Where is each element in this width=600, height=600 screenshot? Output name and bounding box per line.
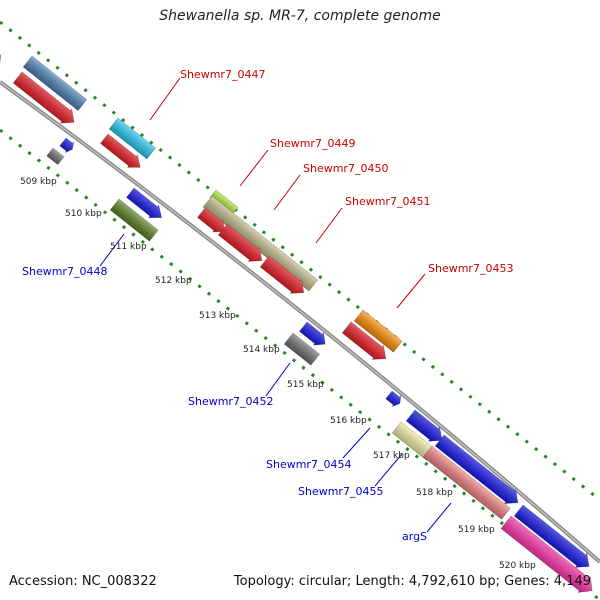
label-args[interactable]: argS xyxy=(402,530,427,543)
forward-dotted-track xyxy=(0,20,600,502)
backbone-inner xyxy=(0,81,600,563)
tick-520: 520 kbp xyxy=(499,561,536,571)
feature-blue-4[interactable] xyxy=(405,408,448,447)
feature-gray-0[interactable] xyxy=(46,147,65,165)
tick-513: 513 kbp xyxy=(199,311,236,321)
feature-red-2[interactable] xyxy=(99,132,145,173)
label-shewmr7-0448[interactable]: Shewmr7_0448 xyxy=(22,265,107,278)
tick-labels: 509 kbp 510 kbp 511 kbp 512 kbp 513 kbp … xyxy=(20,177,536,571)
feature-salmon[interactable] xyxy=(422,445,511,520)
label-shewmr7-0449[interactable]: Shewmr7_0449 xyxy=(270,137,355,150)
tick-518: 518 kbp xyxy=(416,488,453,498)
label-shewmr7-0447[interactable]: Shewmr7_0447 xyxy=(180,68,265,81)
tick-511: 511 kbp xyxy=(110,242,147,252)
label-leaders xyxy=(99,77,452,533)
tick-519: 519 kbp xyxy=(458,525,495,535)
feature-blue-6[interactable] xyxy=(513,503,595,573)
feature-red-5[interactable] xyxy=(259,254,309,299)
feature-paleyellow[interactable] xyxy=(391,421,436,461)
feature-blue-2[interactable] xyxy=(298,320,330,350)
label-shewmr7-0452[interactable]: Shewmr7_0452 xyxy=(188,395,273,408)
feature-red-0[interactable] xyxy=(0,48,4,68)
feature-magenta[interactable] xyxy=(500,514,599,598)
tick-516: 516 kbp xyxy=(330,416,367,426)
feature-blue-3[interactable] xyxy=(385,389,405,409)
reverse-features xyxy=(46,136,599,598)
feature-blue-1[interactable] xyxy=(125,186,166,223)
label-shewmr7-0453[interactable]: Shewmr7_0453 xyxy=(428,262,513,275)
tick-515: 515 kbp xyxy=(287,380,324,390)
feature-orange[interactable] xyxy=(353,309,403,353)
forward-features xyxy=(0,48,403,365)
feature-red-6[interactable] xyxy=(341,320,391,365)
label-shewmr7-0455[interactable]: Shewmr7_0455 xyxy=(298,485,383,498)
label-shewmr7-0454[interactable]: Shewmr7_0454 xyxy=(266,458,351,471)
map-title: Shewanella sp. MR-7, complete genome xyxy=(159,8,441,24)
tick-510: 510 kbp xyxy=(65,209,102,219)
tick-514: 514 kbp xyxy=(243,345,280,355)
tick-509: 509 kbp xyxy=(20,177,57,187)
feature-cyan[interactable] xyxy=(108,117,156,160)
feature-red-3[interactable] xyxy=(196,206,229,237)
feature-olive[interactable] xyxy=(202,195,319,292)
topology-summary: Topology: circular; Length: 4,792,610 bp… xyxy=(233,574,591,589)
feature-red-1[interactable] xyxy=(12,70,80,129)
feature-gray-1[interactable] xyxy=(283,332,321,366)
label-shewmr7-0451[interactable]: Shewmr7_0451 xyxy=(345,195,430,208)
feature-blue-5[interactable] xyxy=(434,433,523,509)
accession-text: Accession: NC_008322 xyxy=(9,574,157,589)
tick-512: 512 kbp xyxy=(155,276,192,286)
feature-red-4[interactable] xyxy=(217,222,267,267)
tick-517: 517 kbp xyxy=(373,451,410,461)
feature-steelblue[interactable] xyxy=(22,55,88,111)
feature-blue-0[interactable] xyxy=(59,136,77,154)
feature-darkolive[interactable] xyxy=(109,198,159,242)
label-shewmr7-0450[interactable]: Shewmr7_0450 xyxy=(303,162,388,175)
